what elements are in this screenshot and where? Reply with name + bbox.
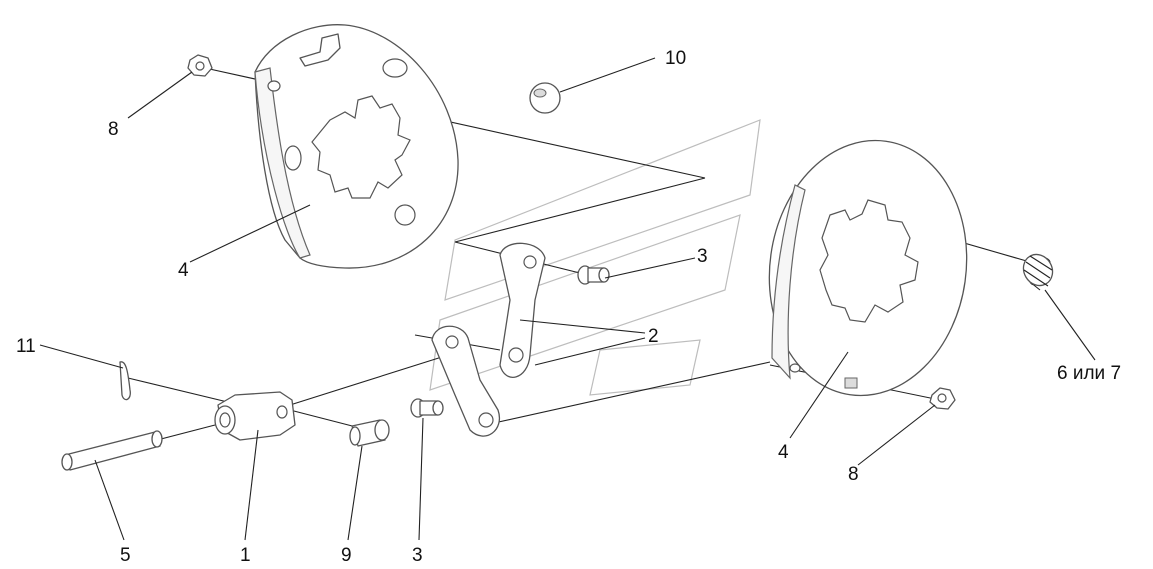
callout-11: 11 — [16, 336, 36, 357]
nut-top — [187, 54, 213, 77]
bushing-9 — [349, 419, 390, 447]
callout-5: 5 — [120, 545, 131, 566]
brake-disc-right — [768, 139, 968, 397]
callout-labels: 1 2 3 3 4 4 5 6 или 7 8 8 9 10 11 — [16, 48, 1121, 566]
pin-3-bottom — [410, 398, 444, 418]
callout-9: 9 — [341, 545, 352, 566]
callout-3-top: 3 — [697, 246, 708, 267]
watermark-logo — [429, 119, 761, 396]
brake-disc-left — [254, 24, 459, 269]
cotter-pin-11 — [119, 361, 131, 401]
rod-5 — [61, 430, 163, 471]
callout-2: 2 — [648, 326, 659, 347]
callout-6-7: 6 или 7 — [1057, 363, 1121, 384]
callout-4-left: 4 — [178, 260, 189, 281]
callout-leaders — [39, 57, 1096, 541]
lever-2-upper — [499, 242, 546, 378]
nut-bottom — [929, 387, 956, 410]
callout-10: 10 — [665, 48, 686, 69]
callout-1: 1 — [240, 545, 251, 566]
ball-10 — [529, 82, 561, 114]
clevis-1 — [214, 391, 296, 441]
lever-2-lower — [431, 325, 501, 437]
spring-6-7 — [1022, 253, 1054, 291]
callout-8-bottom: 8 — [848, 464, 859, 485]
callout-8-top: 8 — [108, 119, 119, 140]
callout-3-bottom: 3 — [412, 545, 423, 566]
pin-3-top — [577, 265, 610, 285]
callout-4-right: 4 — [778, 442, 789, 463]
